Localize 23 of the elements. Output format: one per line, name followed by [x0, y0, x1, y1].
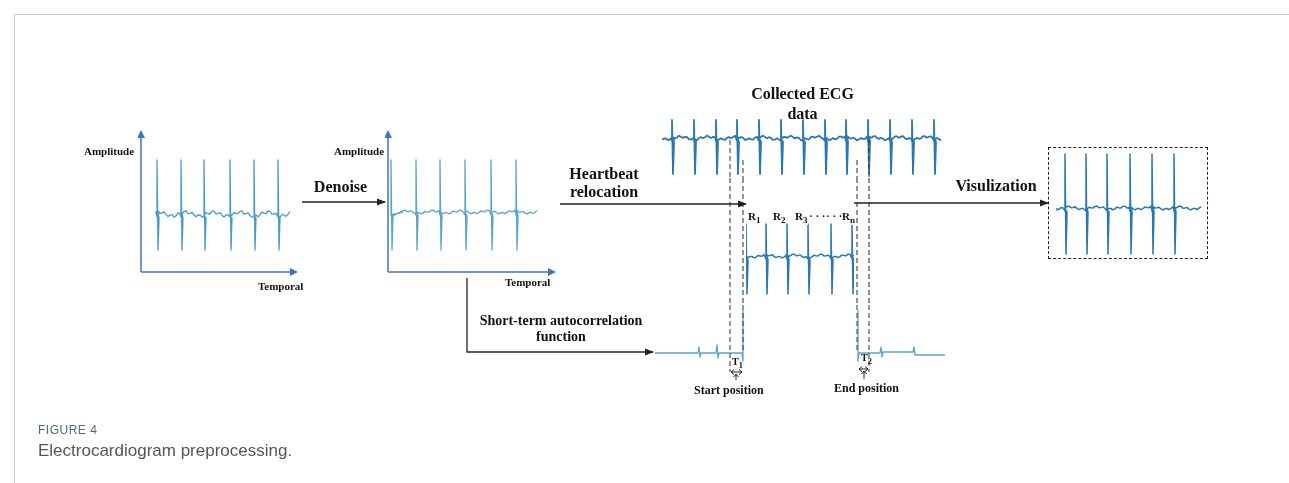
figure-caption: Electrocardiogram preprocessing.: [38, 441, 293, 461]
dashed-line: [868, 177, 870, 306]
axis-label: Amplitude: [84, 145, 135, 157]
dashed-output-box: [1048, 147, 1208, 259]
arrow: [559, 200, 747, 208]
peak-label: R$_{2}$: [773, 210, 786, 226]
peak-label: R$_{n}$: [842, 210, 856, 226]
interval-label: T$_{2}$: [861, 352, 872, 366]
axis-label: Temporal: [258, 280, 304, 292]
dashed-line: [742, 177, 744, 306]
autocorrelation-signal-drawing: [653, 305, 947, 381]
dashed-line: [856, 177, 858, 306]
arrow: [301, 198, 386, 206]
arrow: [853, 199, 1049, 207]
axis-label: Temporal: [505, 276, 551, 288]
interval-label: T$_{1}$: [732, 356, 743, 370]
arrow: [466, 277, 654, 356]
strip-title: Collected ECG data: [750, 84, 855, 124]
dashed-line: [729, 177, 731, 306]
peak-label: R$_{1}$: [748, 210, 761, 226]
axis-label: Amplitude: [334, 145, 385, 157]
figure-number: FIGURE 4: [38, 423, 98, 437]
peak-label: R$_{3}$: [795, 210, 808, 226]
